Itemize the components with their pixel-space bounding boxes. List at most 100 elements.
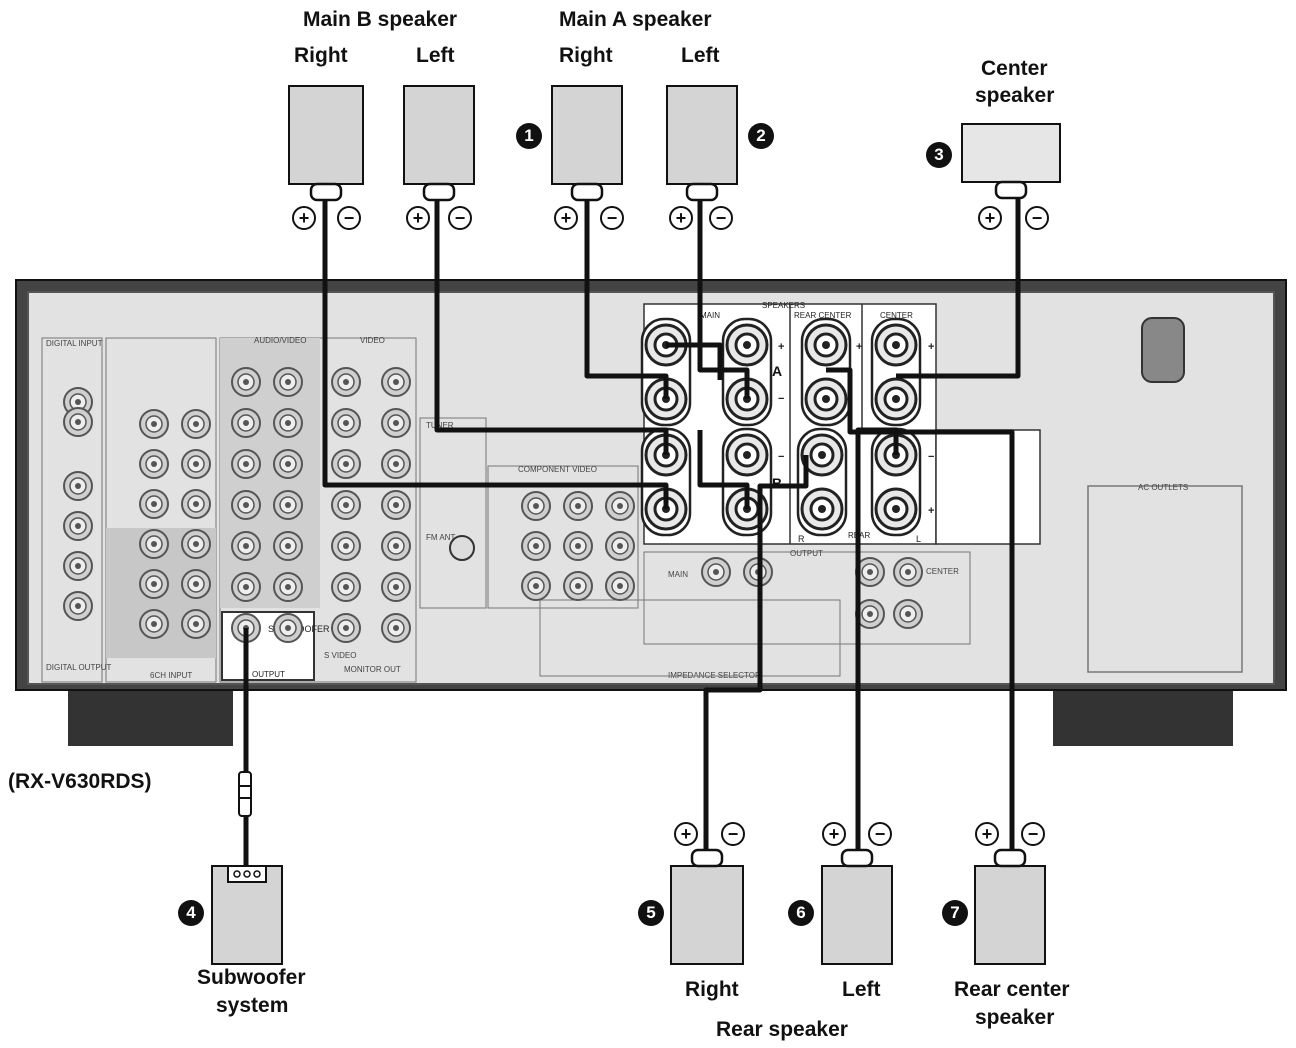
panel-jack (139, 569, 169, 599)
wire-main-a-right-plus (584, 196, 669, 399)
tuner-label: TUNER (426, 421, 454, 430)
main-a-speaker-title: Main A speaker (559, 8, 712, 31)
rear-r-label: R (798, 534, 805, 544)
main-a-right-speaker (551, 85, 623, 202)
polarity-minus-icon: − (868, 822, 892, 846)
svg-text:−: − (607, 208, 618, 228)
fm-ant-jack (449, 535, 475, 561)
panel-jack (139, 449, 169, 479)
bullet-6: 6 (788, 900, 814, 926)
receiver-feet-right (1053, 688, 1233, 746)
panel-jack (273, 572, 303, 602)
rear-center-label: REAR CENTER (794, 311, 852, 320)
svg-text:+: + (982, 824, 993, 844)
rear-left-label: Left (842, 978, 881, 1001)
main-b-right-speaker-connector (309, 182, 343, 202)
rear-left-speaker (821, 848, 893, 965)
component-video-label: COMPONENT VIDEO (518, 465, 597, 474)
rear-speaker-title: Rear speaker (716, 1018, 848, 1041)
preout-main-label: MAIN (668, 570, 688, 579)
main-a-left-label: Left (681, 44, 720, 67)
polarity-plus-icon: + (292, 206, 316, 230)
wire-rear-right (703, 455, 809, 855)
panel-jack (521, 571, 551, 601)
wire-main-a-left-lower (666, 342, 723, 380)
bullet-7: 7 (942, 900, 968, 926)
terminal-center (870, 317, 922, 427)
main-b-right-label: Right (294, 44, 348, 67)
svg-text:−: − (344, 208, 355, 228)
polarity-minus-icon: − (448, 206, 472, 230)
polarity-plus-icon: + (978, 206, 1002, 230)
model-label: (RX-V630RDS) (8, 770, 152, 793)
terminal-polarity-mark: − (778, 393, 784, 405)
polarity-minus-icon: − (1021, 822, 1045, 846)
panel-jack (521, 491, 551, 521)
panel-jack (139, 409, 169, 439)
rear-left-speaker-connector (840, 848, 874, 868)
svg-text:−: − (875, 824, 886, 844)
wire-main-b-left-lower (697, 430, 750, 509)
ac-outlets-section (1087, 485, 1243, 673)
main-b-left-speaker (403, 85, 475, 202)
polarity-minus-icon: − (1025, 206, 1049, 230)
panel-jack (331, 449, 361, 479)
panel-jack (139, 609, 169, 639)
main-label: MAIN (700, 311, 720, 320)
6ch-input-section (105, 337, 217, 683)
terminal-rear-left (870, 427, 922, 537)
terminal-polarity-mark: + (856, 341, 862, 353)
panel-jack (181, 609, 211, 639)
svg-text:+: + (676, 208, 687, 228)
main-a-left-speaker-connector (685, 182, 719, 202)
component-video-section (487, 465, 639, 609)
rear-right-speaker-connector (690, 848, 724, 868)
svg-text:+: + (681, 824, 692, 844)
panel-jack (181, 409, 211, 439)
panel-jack (893, 599, 923, 629)
panel-jack (605, 491, 635, 521)
panel-jack (381, 367, 411, 397)
speaker-terminal-extension (935, 429, 1041, 545)
polarity-minus-icon: − (709, 206, 733, 230)
terminal-polarity-mark: − (778, 451, 784, 463)
panel-jack (139, 489, 169, 519)
subwoofer-title-line2: system (216, 994, 289, 1017)
polarity-plus-icon: + (822, 822, 846, 846)
panel-jack (273, 531, 303, 561)
power-cord-inlet (1141, 317, 1185, 383)
center-label: CENTER (880, 311, 913, 320)
bullet-2: 2 (748, 123, 774, 149)
polarity-plus-icon: + (674, 822, 698, 846)
panel-jack (381, 449, 411, 479)
svg-text:+: + (985, 208, 996, 228)
rear-right-label: Right (685, 978, 739, 1001)
svg-text:+: + (413, 208, 424, 228)
svg-text:−: − (455, 208, 466, 228)
terminal-polarity-mark: − (928, 451, 934, 463)
polarity-plus-icon: + (975, 822, 999, 846)
panel-jack (855, 557, 885, 587)
polarity-plus-icon: + (406, 206, 430, 230)
main-b-left-label: Left (416, 44, 455, 67)
main-b-speaker-title: Main B speaker (303, 8, 458, 31)
bullet-5: 5 (638, 900, 664, 926)
subwoofer-output-label: OUTPUT (252, 670, 285, 679)
polarity-minus-icon: − (600, 206, 624, 230)
main-b-right-speaker (288, 85, 364, 202)
main-a-right-speaker-connector (570, 182, 604, 202)
ac-outlets-label: AC OUTLETS (1138, 483, 1188, 492)
bullet-4: 4 (178, 900, 204, 926)
svg-text:−: − (728, 824, 739, 844)
wire-main-b-right-plus (322, 196, 669, 509)
rear-l-label: L (916, 534, 921, 544)
panel-jack (273, 367, 303, 397)
digital-input-section (41, 337, 103, 683)
panel-jack (331, 613, 361, 643)
panel-jack (63, 511, 93, 541)
rear-center-speaker (974, 848, 1046, 965)
panel-jack (63, 407, 93, 437)
svg-text:+: + (561, 208, 572, 228)
panel-jack (331, 490, 361, 520)
